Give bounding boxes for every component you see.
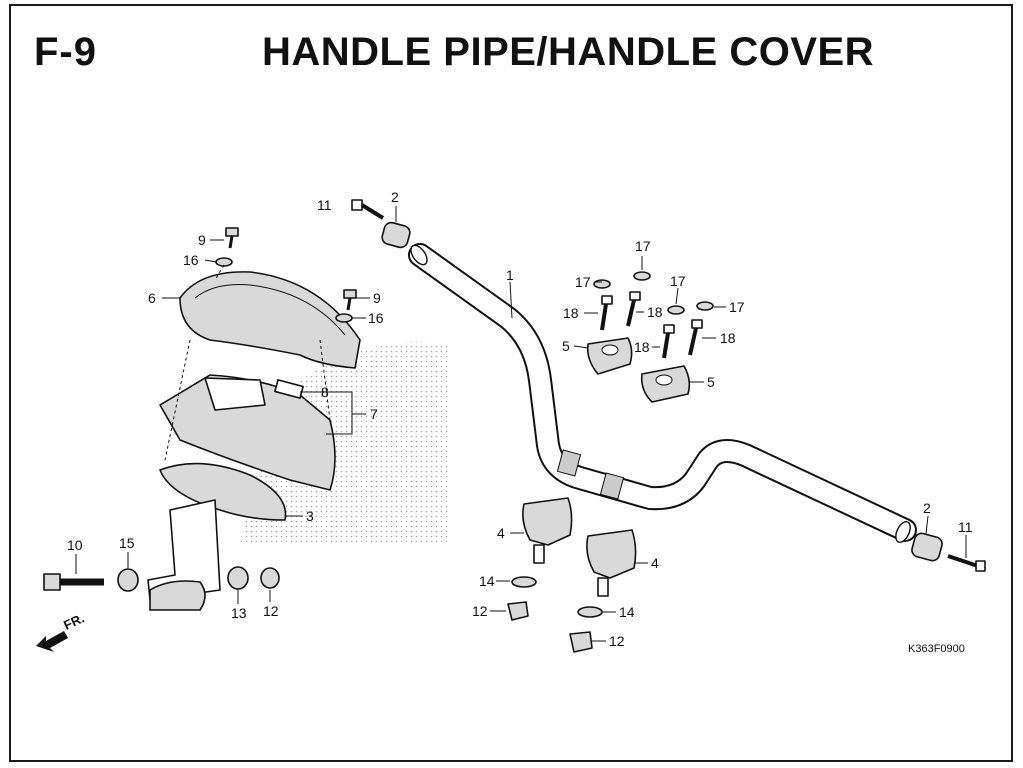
callout-18-c: 18 xyxy=(634,339,650,355)
callout-4-left: 4 xyxy=(497,525,505,541)
bar-end-bolt-right xyxy=(947,554,986,572)
cover-screws xyxy=(215,227,357,323)
callout-2-top: 2 xyxy=(391,189,399,205)
callout-12-right: 12 xyxy=(609,633,625,649)
bar-end-weight-top xyxy=(381,221,411,249)
steering-stay xyxy=(147,462,287,611)
callout-12-center: 12 xyxy=(472,603,488,619)
callout-18-b: 18 xyxy=(647,304,663,320)
leader-lines xyxy=(75,206,967,642)
callout-4-right: 4 xyxy=(651,555,659,571)
bar-end-bolt-top xyxy=(351,199,385,220)
stipple-shading xyxy=(240,341,450,545)
callout-15: 15 xyxy=(119,535,135,551)
bar-end-weight-right xyxy=(911,532,943,562)
callout-14-right: 14 xyxy=(619,604,635,620)
callout-9-right: 9 xyxy=(373,290,381,306)
handle-holder-lower-left xyxy=(522,497,573,564)
callout-5-right: 5 xyxy=(707,374,715,390)
handle-cover-front xyxy=(179,271,361,369)
front-direction-label: FR. xyxy=(61,610,86,632)
holder-bolts xyxy=(600,291,703,359)
callout-5-left: 5 xyxy=(562,338,570,354)
callout-17-right: 17 xyxy=(729,299,745,315)
callout-8: 8 xyxy=(321,384,329,400)
callout-16-left: 16 xyxy=(183,252,199,268)
callout-10: 10 xyxy=(67,537,83,553)
callout-11-right: 11 xyxy=(958,519,973,535)
callout-12-left: 12 xyxy=(263,603,279,619)
callout-17-mid: 17 xyxy=(670,273,686,289)
handle-cover-rear xyxy=(159,374,336,491)
page-frame xyxy=(9,4,1013,762)
callout-3: 3 xyxy=(306,508,314,524)
handle-holder-upper-left xyxy=(586,337,633,375)
callout-13: 13 xyxy=(231,605,247,621)
front-direction-arrow-icon xyxy=(36,631,68,652)
callout-18-a: 18 xyxy=(563,305,579,321)
callout-9-left: 9 xyxy=(198,232,206,248)
callout-1: 1 xyxy=(506,267,514,283)
handle-holder-upper-right xyxy=(640,365,691,403)
section-code: F-9 xyxy=(34,30,97,74)
callout-11-top: 11 xyxy=(317,197,332,213)
callout-14-left: 14 xyxy=(479,573,495,589)
handle-pipe xyxy=(408,243,917,543)
stem-bolt-set xyxy=(43,566,280,592)
bolt-caps xyxy=(593,271,714,315)
callout-16-right: 16 xyxy=(368,310,384,326)
callout-17-top: 17 xyxy=(635,238,651,254)
washers-and-nuts-center xyxy=(507,576,603,653)
page-title: HANDLE PIPE/HANDLE COVER xyxy=(262,30,875,74)
callout-17-left: 17 xyxy=(575,274,591,290)
callout-7: 7 xyxy=(370,406,378,422)
assembly-lines xyxy=(164,264,331,461)
callout-6: 6 xyxy=(148,290,156,306)
diagram-code: K363F0900 xyxy=(908,643,965,655)
callout-18-d: 18 xyxy=(720,330,736,346)
callout-2-right: 2 xyxy=(923,500,931,516)
handle-holder-lower-right xyxy=(586,529,637,597)
